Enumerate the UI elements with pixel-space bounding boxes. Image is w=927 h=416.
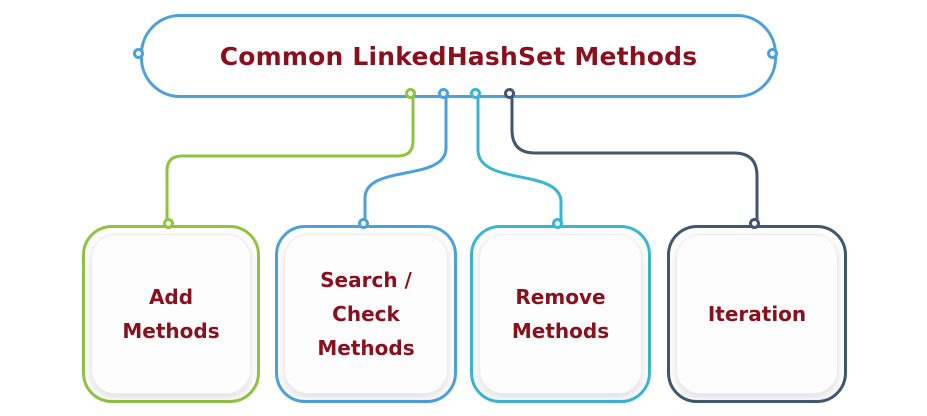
node-card: Iteration [676, 234, 838, 394]
connector-iteration [510, 94, 759, 228]
node-search-check-methods: Search / Check Methods [275, 218, 457, 403]
node-label: Search / Check Methods [317, 268, 415, 360]
node-add-methods: Add Methods [82, 218, 260, 403]
root-bottom-anchor-dot-cyan [470, 88, 481, 99]
root-bottom-anchor-dot-blue [438, 88, 449, 99]
root-right-anchor-dot [767, 48, 778, 59]
root-bottom-anchor-dot-green [405, 88, 416, 99]
root-left-anchor-dot [133, 48, 144, 59]
node-label: Iteration [707, 302, 807, 326]
node-top-anchor-dot [552, 218, 563, 229]
node-remove-methods: Remove Methods [470, 218, 651, 403]
root-node-title: Common LinkedHashSet Methods [219, 41, 698, 71]
connector-add-methods [165, 94, 415, 228]
root-node: Common LinkedHashSet Methods [140, 14, 777, 98]
node-top-anchor-dot [162, 218, 174, 229]
root-bottom-anchor-dot-slate [504, 88, 515, 99]
connector-remove-methods [476, 94, 563, 228]
node-card: Add Methods [91, 234, 251, 394]
node-label: Add Methods [122, 285, 220, 343]
node-iteration: Iteration [667, 218, 847, 403]
node-top-anchor-dot [357, 218, 369, 229]
connector-search-check-methods [363, 94, 448, 228]
node-label: Remove Methods [511, 285, 610, 343]
node-card: Remove Methods [479, 234, 642, 394]
node-card: Search / Check Methods [284, 234, 448, 394]
node-top-anchor-dot [748, 218, 760, 229]
